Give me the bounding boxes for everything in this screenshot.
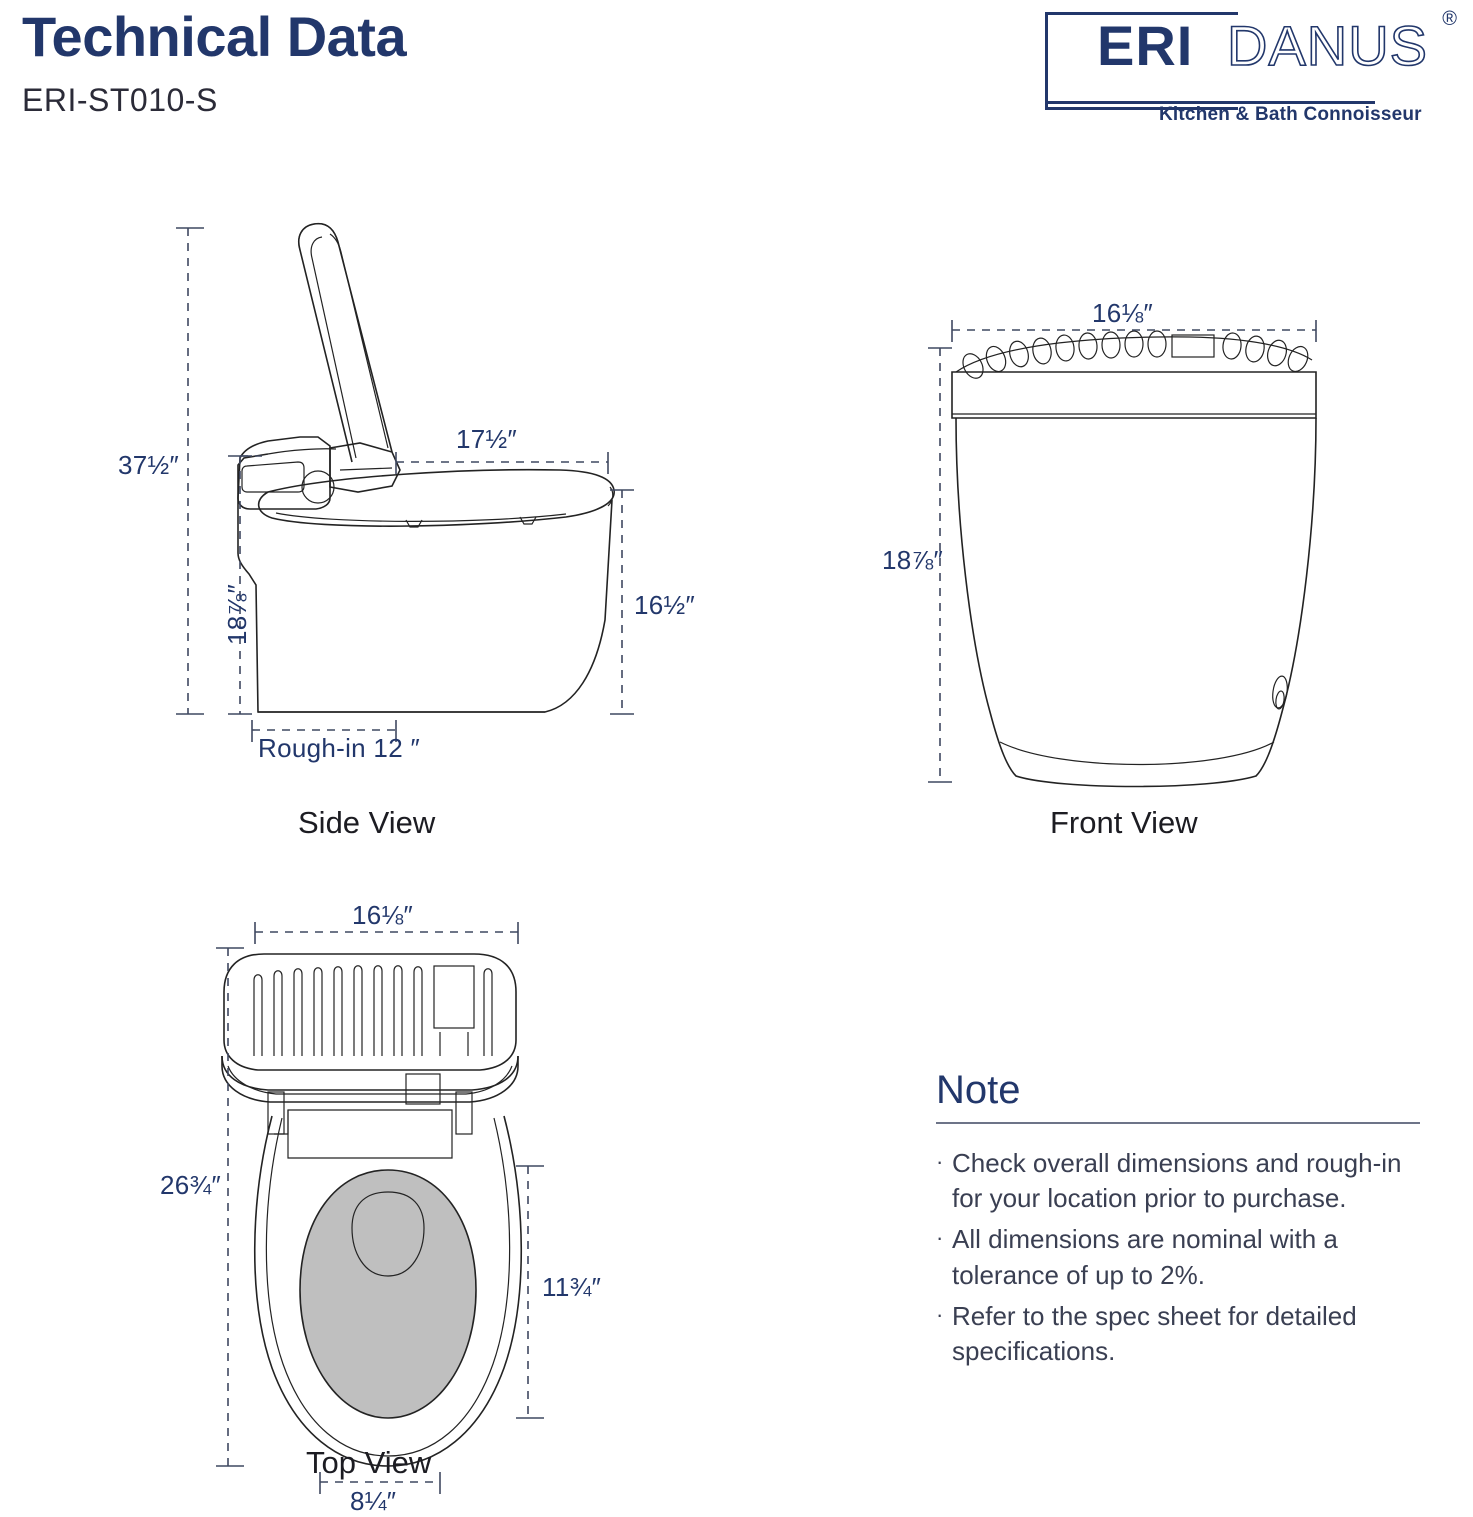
note-list-item: · Check overall dimensions and rough-in …	[936, 1146, 1426, 1217]
note-item-text: All dimensions are nominal with a tolera…	[952, 1224, 1338, 1290]
dim-front-height: 18⅞″	[882, 545, 944, 575]
page-title: Technical Data	[22, 5, 407, 68]
dim-side-seat-depth: 17½″	[456, 424, 518, 454]
side-view-svg	[237, 222, 615, 713]
note-list-item: · Refer to the spec sheet for detailed s…	[936, 1299, 1426, 1370]
note-panel: Note · Check overall dimensions and roug…	[936, 1068, 1426, 1376]
page-header: Technical Data ERI-ST010-S ERI DANUS ® K…	[0, 0, 1473, 140]
dim-front-width: 16⅛″	[1092, 298, 1154, 328]
dim-side-overall-height: 37½″	[118, 450, 180, 480]
note-title: Note	[936, 1068, 1021, 1112]
dim-top-depth: 26¾″	[160, 1170, 222, 1200]
dim-side-rough-in: Rough-in 12 ″	[258, 733, 420, 763]
dim-side-seat-height: 16½″	[634, 590, 696, 620]
side-view-drawing: 37½″ 18⅞″ 17½″ 16½″ Rough-in 12 ″ Side V…	[0, 0, 700, 860]
note-item-text: Check overall dimensions and rough-in fo…	[952, 1147, 1402, 1213]
logo-frame-icon	[1045, 12, 1238, 110]
bullet-icon: ·	[936, 1301, 944, 1327]
model-number: ERI-ST010-S	[22, 82, 218, 118]
front-view-drawing: 16⅛″ 18⅞″ Front View	[860, 0, 1420, 860]
logo-frame-underline-icon	[1045, 101, 1375, 104]
front-view-svg	[951, 330, 1317, 788]
dim-side-bowl-height: 18⅞″	[222, 583, 252, 645]
bullet-icon: ·	[936, 1148, 944, 1174]
note-divider	[936, 1122, 1420, 1124]
dim-top-width: 16⅛″	[352, 900, 414, 930]
side-view-label: Side View	[298, 805, 436, 840]
brand-logo: ERI DANUS ® Kitchen & Bath Connoisseur	[1019, 4, 1459, 125]
registered-trademark-icon: ®	[1442, 8, 1457, 30]
front-view-label: Front View	[1050, 805, 1198, 840]
bullet-icon: ·	[936, 1225, 944, 1251]
logo-brand-bold: ERI	[1097, 14, 1194, 77]
dim-top-opening-length: 11¾″	[542, 1272, 602, 1302]
side-view-dimension-lines	[176, 227, 634, 742]
note-list-item: · All dimensions are nominal with a tole…	[936, 1222, 1426, 1293]
logo-brand-light: DANUS	[1226, 14, 1429, 77]
dim-top-opening-width: 8¼″	[350, 1486, 397, 1516]
top-view-label: Top View	[306, 1445, 432, 1480]
top-view-svg	[221, 953, 523, 1467]
top-view-dimension-lines	[216, 922, 544, 1494]
top-view-drawing: 16⅛″ 26¾″ 11¾″ 8¼″	[0, 870, 700, 1516]
note-item-text: Refer to the spec sheet for detailed spe…	[952, 1300, 1357, 1367]
logo-tagline: Kitchen & Bath Connoisseur	[1159, 104, 1422, 125]
front-view-dimension-lines	[928, 320, 1317, 783]
